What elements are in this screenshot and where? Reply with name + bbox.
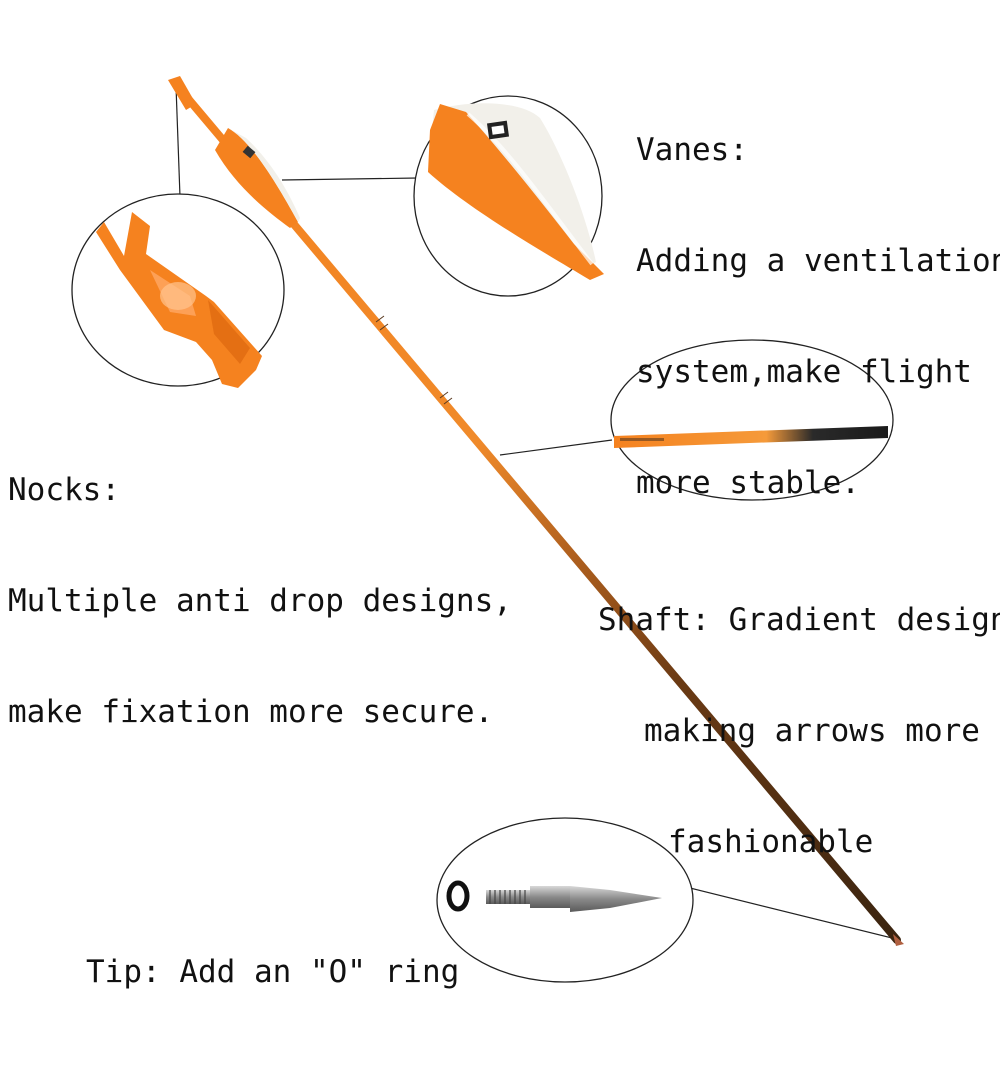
shaft-line-3: fashionable <box>668 824 874 860</box>
nocks-line-1: Multiple anti drop designs, <box>8 583 512 619</box>
shaft-zoom <box>610 339 894 501</box>
arrow-vane-white <box>228 128 300 222</box>
arrow-vane-orange <box>215 128 298 228</box>
vanes-zoom <box>413 95 604 297</box>
vanes-zoom-image <box>428 103 604 280</box>
shaft-markings <box>375 315 453 405</box>
tip-description: Tip: Add an "O" ring <box>86 880 459 1065</box>
nock-zoom <box>71 193 285 388</box>
vanes-line-3: more stable. <box>636 465 860 501</box>
shaft-line-1: Shaft: Gradient design, <box>598 602 1000 638</box>
shaft-connector <box>499 439 613 456</box>
tip-zoom <box>436 817 694 983</box>
shaft-zoom-ellipse <box>610 339 894 501</box>
arrow-tip <box>893 934 904 946</box>
o-ring-icon <box>446 880 470 912</box>
shaft-line-2: making arrows more <box>644 713 980 749</box>
tip-zoom-image <box>446 880 662 912</box>
tip-thread <box>486 890 530 904</box>
tip-line-1: Tip: Add an "O" ring <box>86 954 460 990</box>
nock-zoom-image <box>96 212 262 388</box>
shaft-zoom-image <box>614 426 888 448</box>
product-infographic: Vanes: Adding a ventilation system,make … <box>8 58 1000 990</box>
vanes-title: Vanes: <box>636 132 748 168</box>
connector-lines <box>175 85 901 941</box>
tip-point <box>570 886 662 912</box>
nocks-line-2: make fixation more secure. <box>8 694 494 730</box>
vane-logo <box>242 145 256 159</box>
vane-connector <box>281 177 419 181</box>
tip-connector <box>689 887 901 941</box>
nocks-title: Nocks: <box>8 472 120 508</box>
arrow-illustration <box>71 76 904 983</box>
arrow <box>168 76 904 946</box>
nock-connector <box>175 85 181 198</box>
shaft-description: Shaft: Gradient design, making arrows mo… <box>598 528 1000 935</box>
vanes-line-2: system,make flight <box>636 354 972 390</box>
vanes-description: Vanes: Adding a ventilation system,make … <box>636 58 1000 576</box>
arrow-shaft <box>181 91 901 944</box>
nocks-description: Nocks: Multiple anti drop designs, make … <box>8 398 512 805</box>
vanes-line-1: Adding a ventilation <box>636 243 1000 279</box>
